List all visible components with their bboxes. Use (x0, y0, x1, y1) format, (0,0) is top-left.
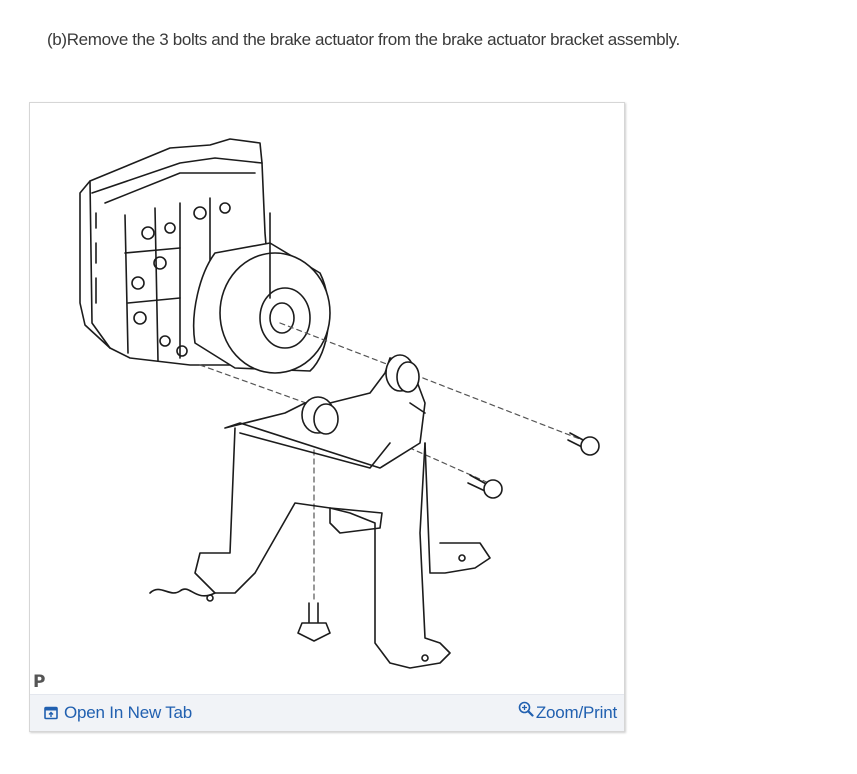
open-new-tab-icon (44, 706, 58, 720)
figure-code-label: P (33, 672, 46, 692)
figure-container: P Open In New Tab Zoom/Print (29, 102, 625, 732)
zoom-in-icon (518, 701, 534, 717)
bolts (297, 432, 600, 642)
instruction-step-text: (b)Remove the 3 bolts and the brake actu… (47, 30, 680, 49)
figure-footer: Open In New Tab Zoom/Print (30, 694, 624, 731)
open-in-new-tab-label: Open In New Tab (64, 703, 193, 722)
bracket-assembly (149, 354, 491, 669)
actuator-motor (192, 212, 331, 374)
zoom-print-label: Zoom/Print (535, 703, 617, 722)
zoom-print-link[interactable]: Zoom/Print (518, 701, 617, 723)
brake-actuator-diagram (79, 138, 600, 669)
open-in-new-tab-link[interactable]: Open In New Tab (44, 703, 192, 723)
